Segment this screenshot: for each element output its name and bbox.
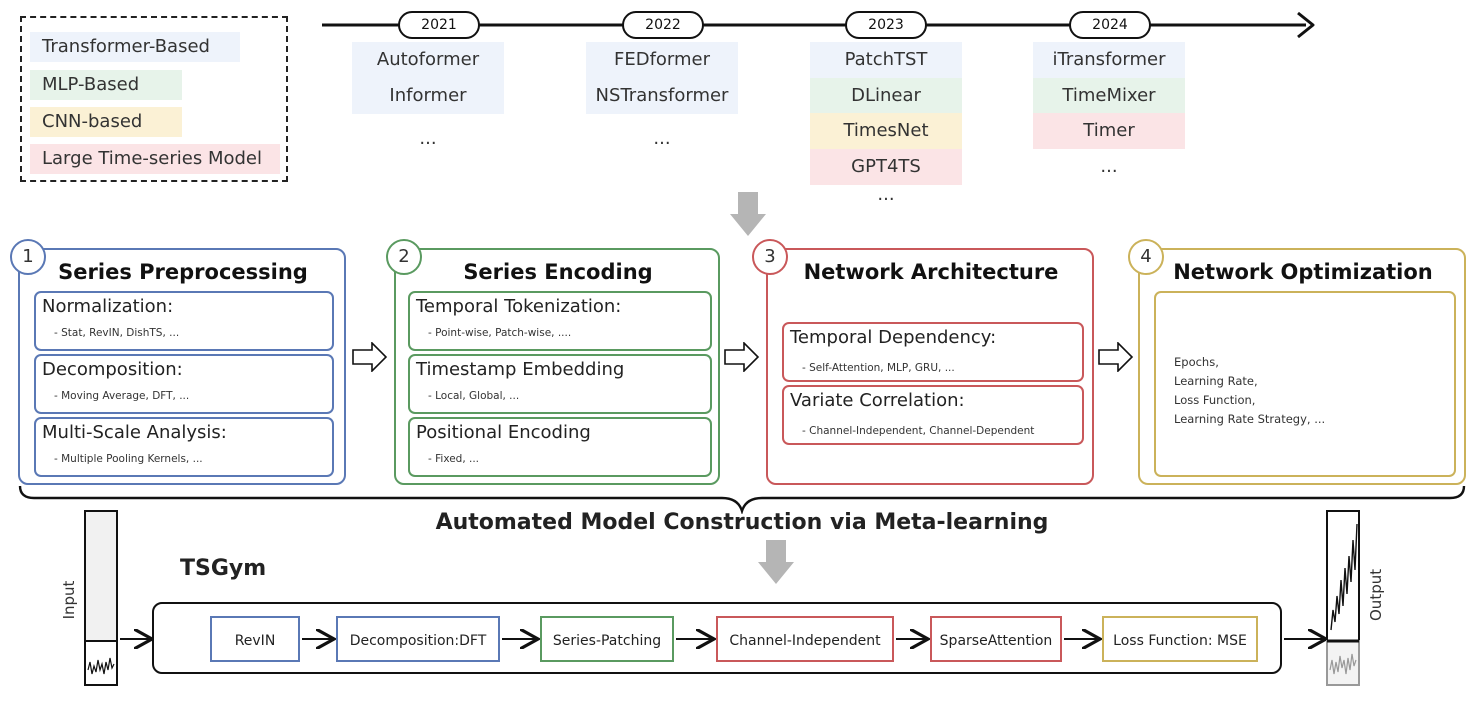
sub-items: - Multiple Pooling Kernels, ... bbox=[54, 453, 203, 465]
opt-epochs: Epochs, bbox=[1174, 355, 1219, 369]
sub-temporal-dependency: Temporal Dependency: - Self-Attention, M… bbox=[782, 322, 1084, 382]
opt-lr-strategy: Learning Rate Strategy, ... bbox=[1174, 412, 1326, 426]
legend-box: Transformer-Based MLP-Based CNN-based La… bbox=[20, 16, 288, 182]
year-2021: 2021 bbox=[398, 11, 480, 39]
sub-decomposition: Decomposition: - Moving Average, DFT, ..… bbox=[34, 354, 334, 414]
arrow-right-icon bbox=[352, 342, 388, 372]
stage-number-3: 3 bbox=[752, 239, 788, 275]
sub-variate-correlation: Variate Correlation: - Channel-Independe… bbox=[782, 385, 1084, 445]
stage-number-2: 2 bbox=[386, 239, 422, 275]
more-2024: ... bbox=[1100, 156, 1118, 177]
pipeline-decomposition: Decomposition:DFT bbox=[336, 616, 500, 662]
arrow-right-icon bbox=[1098, 342, 1134, 372]
year-2022: 2022 bbox=[622, 11, 704, 39]
sub-normalization: Normalization: - Stat, RevIN, DishTS, ..… bbox=[34, 291, 334, 351]
pipeline-channel-independent: Channel-Independent bbox=[716, 616, 894, 662]
sub-title: Positional Encoding bbox=[416, 422, 591, 443]
stage-number-1: 1 bbox=[10, 239, 46, 275]
legend-cnn: CNN-based bbox=[30, 107, 182, 137]
output-waveform bbox=[1326, 510, 1360, 686]
output-label: Output bbox=[1367, 568, 1385, 621]
model-nstransformer: NSTransformer bbox=[586, 78, 738, 114]
stage-network-architecture: Network Architecture Temporal Dependency… bbox=[766, 248, 1094, 485]
input-waveform bbox=[84, 640, 118, 686]
legend-transformer: Transformer-Based bbox=[30, 32, 240, 62]
model-itransformer: iTransformer bbox=[1033, 42, 1185, 78]
model-informer: Informer bbox=[352, 78, 504, 114]
legend-mlp: MLP-Based bbox=[30, 70, 182, 100]
sub-title: Timestamp Embedding bbox=[416, 359, 625, 380]
pipeline-series-patching: Series-Patching bbox=[540, 616, 674, 662]
opt-learning-rate: Learning Rate, bbox=[1174, 374, 1258, 388]
arrow-right-icon bbox=[724, 342, 760, 372]
sub-timestamp-embedding: Timestamp Embedding - Local, Global, ... bbox=[408, 354, 712, 414]
down-arrow-icon bbox=[758, 540, 794, 584]
automated-construction-label: Automated Model Construction via Meta-le… bbox=[435, 510, 1049, 535]
pipeline-arrows bbox=[120, 620, 1484, 660]
sub-title: Decomposition: bbox=[42, 359, 183, 380]
pipeline-sparse-attention: SparseAttention bbox=[930, 616, 1062, 662]
stage-number-4: 4 bbox=[1128, 239, 1164, 275]
stage-title: Network Optimization bbox=[1173, 260, 1433, 284]
sub-multiscale: Multi-Scale Analysis: - Multiple Pooling… bbox=[34, 417, 334, 477]
model-timesnet: TimesNet bbox=[810, 113, 962, 149]
optimization-options: Epochs, Learning Rate, Loss Function, Le… bbox=[1154, 291, 1456, 477]
sub-title: Temporal Tokenization: bbox=[416, 296, 622, 317]
stage-series-preprocessing: Series Preprocessing Normalization: - St… bbox=[18, 248, 346, 485]
curly-brace bbox=[18, 485, 1466, 514]
model-fedformer: FEDformer bbox=[586, 42, 738, 78]
legend-ltsm: Large Time-series Model bbox=[30, 144, 280, 174]
sub-items: - Moving Average, DFT, ... bbox=[54, 390, 190, 402]
stage-title: Network Architecture bbox=[803, 260, 1059, 284]
opt-loss-function: Loss Function, bbox=[1174, 393, 1256, 407]
timeline-axis bbox=[322, 11, 1315, 39]
year-2024: 2024 bbox=[1069, 11, 1151, 39]
sub-items: - Local, Global, ... bbox=[428, 390, 520, 402]
year-2023: 2023 bbox=[845, 11, 927, 39]
stage-series-encoding: Series Encoding Temporal Tokenization: -… bbox=[394, 248, 720, 485]
sub-items: - Self-Attention, MLP, GRU, ... bbox=[802, 362, 955, 374]
sub-temporal-tokenization: Temporal Tokenization: - Point-wise, Pat… bbox=[408, 291, 712, 351]
sub-title: Normalization: bbox=[42, 296, 174, 317]
sub-title: Temporal Dependency: bbox=[790, 327, 997, 348]
more-2022: ... bbox=[653, 128, 671, 149]
input-label: Input bbox=[60, 580, 78, 620]
stage-network-optimization: Network Optimization Epochs, Learning Ra… bbox=[1138, 248, 1466, 485]
sub-items: - Point-wise, Patch-wise, .... bbox=[428, 327, 572, 339]
model-autoformer: Autoformer bbox=[352, 42, 504, 78]
sub-items: - Fixed, ... bbox=[428, 453, 480, 465]
model-patchtst: PatchTST bbox=[810, 42, 962, 78]
down-arrow-icon bbox=[730, 192, 766, 236]
pipeline-loss-function: Loss Function: MSE bbox=[1102, 616, 1258, 662]
stage-title: Series Encoding bbox=[463, 260, 653, 284]
sub-title: Variate Correlation: bbox=[790, 390, 965, 411]
model-timemixer: TimeMixer bbox=[1033, 78, 1185, 114]
stage-title: Series Preprocessing bbox=[58, 260, 308, 284]
sub-items: - Channel-Independent, Channel-Dependent bbox=[802, 425, 1035, 437]
model-gpt4ts: GPT4TS bbox=[810, 149, 962, 185]
sub-positional-encoding: Positional Encoding - Fixed, ... bbox=[408, 417, 712, 477]
sub-title: Multi-Scale Analysis: bbox=[42, 422, 227, 443]
more-2023: ... bbox=[877, 184, 895, 205]
model-timer: Timer bbox=[1033, 113, 1185, 149]
pipeline-revin: RevIN bbox=[210, 616, 300, 662]
model-dlinear: DLinear bbox=[810, 78, 962, 114]
sub-items: - Stat, RevIN, DishTS, ... bbox=[54, 327, 180, 339]
more-2021: ... bbox=[419, 128, 437, 149]
tsgym-label: TSGym bbox=[180, 556, 267, 581]
